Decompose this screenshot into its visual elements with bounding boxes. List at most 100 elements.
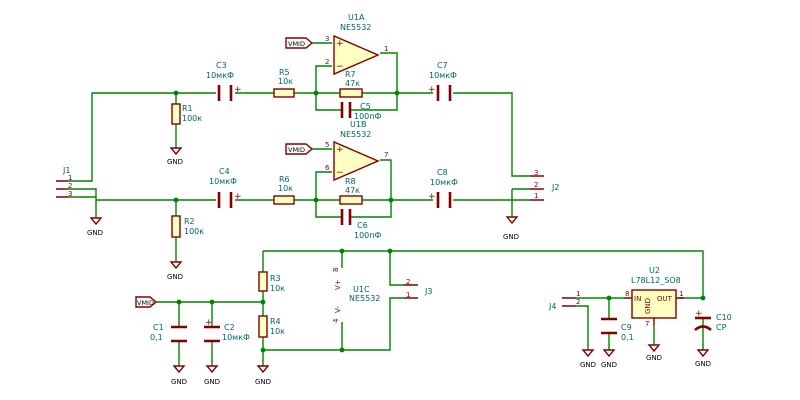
svg-text:+: + [336, 145, 344, 155]
gnd-j2: GND [503, 216, 519, 241]
r7-ref: R7 [345, 70, 356, 79]
u1c-value: NE5532 [349, 294, 380, 303]
gnd-c9: GND [601, 349, 617, 369]
resistor-r1: R1 100к [171, 103, 202, 125]
resistor-r3: R3 10к [258, 271, 285, 293]
gnd-j2-label: GND [503, 233, 519, 241]
vmid-text-1: VMID [288, 40, 305, 48]
gnd-c1-label: GND [171, 378, 187, 386]
j2-pin-1: 1 [534, 192, 538, 200]
opamp-u1c: 8 V+ V- 4 U1C NE5532 [332, 268, 380, 323]
r6-ref: R6 [279, 175, 290, 184]
u2-out-label: OUT [657, 295, 673, 303]
j4-pin-1: 1 [576, 290, 580, 298]
u1a-pin-in-minus: 2 [325, 58, 329, 66]
r8-ref: R8 [345, 177, 356, 186]
resistor-r2: R2 100к [171, 215, 204, 238]
capacitor-c4: + C4 10мкФ [209, 167, 242, 208]
r2-ref: R2 [184, 217, 195, 226]
r7-value: 47к [345, 79, 360, 88]
u1b-pin-in-minus: 6 [325, 164, 330, 172]
r4-ref: R4 [270, 317, 281, 326]
j2-ref: J2 [551, 183, 559, 192]
c7-ref: C7 [437, 61, 448, 70]
u1c-ref: U1C [353, 285, 370, 294]
gnd-u2-label: GND [646, 354, 662, 362]
c2-ref: C2 [224, 323, 235, 332]
r8-value: 47к [345, 186, 360, 195]
r4-value: 10к [270, 327, 285, 336]
vmid-label-1: VMID [285, 37, 314, 49]
r3-ref: R3 [270, 274, 281, 283]
j3-pin-2: 2 [406, 278, 410, 286]
c4-ref: C4 [219, 167, 230, 176]
svg-text:+: + [234, 192, 242, 202]
u1a-pin-out: 1 [384, 45, 388, 53]
capacitor-c1: C1 0,1 [150, 323, 187, 343]
gnd-c2-label: GND [204, 378, 220, 386]
u1a-value: NE5532 [340, 23, 371, 32]
svg-text:−: − [336, 62, 344, 72]
u1b-pin-in-plus: 5 [325, 141, 329, 149]
u2-pin-in: 8 [625, 290, 629, 298]
j4-pin-2: 2 [576, 298, 580, 306]
resistor-r6: R6 10к [273, 175, 295, 205]
gnd-c9-label: GND [601, 361, 617, 369]
gnd-j1: GND [87, 217, 103, 237]
u1c-vplus-label: V+ [334, 279, 342, 290]
svg-text:+: + [695, 309, 703, 319]
svg-text:−: − [336, 168, 344, 178]
c8-ref: C8 [437, 168, 448, 177]
r5-ref: R5 [279, 68, 290, 77]
u1a-pin-in-plus: 3 [325, 35, 329, 43]
gnd-c2: GND [204, 365, 220, 386]
gnd-j1-label: GND [87, 229, 103, 237]
u1b-ref: U1B [350, 120, 366, 129]
j1-pin-2: 2 [68, 182, 72, 190]
gnd-j4-label: GND [580, 361, 596, 369]
c5-value: 100пФ [354, 112, 382, 121]
capacitor-c2: + C2 10мкФ [204, 318, 250, 343]
capacitor-c10: + C10 CP [694, 309, 732, 332]
svg-text:+: + [428, 85, 436, 95]
gnd-r1-label: GND [167, 158, 183, 166]
capacitor-c7: + C7 10мкФ [428, 61, 457, 101]
u1c-vminus-label: V- [334, 306, 342, 313]
u1a-ref: U1A [348, 13, 365, 22]
svg-text:+: + [234, 85, 242, 95]
resistor-r4: R4 10к [258, 315, 285, 338]
gnd-c1: GND [171, 365, 187, 386]
gnd-r4-label: GND [255, 378, 271, 386]
u2-value: L78L12_SO8 [631, 276, 681, 285]
resistor-r7: R7 47к [339, 70, 363, 98]
connector-j4: J4 1 2 [548, 290, 580, 311]
u2-gnd-label: GND [644, 298, 652, 314]
r3-value: 10к [270, 284, 285, 293]
regulator-u2: IN OUT GND 8 1 7 U2 L78L12_SO8 [624, 266, 684, 328]
svg-text:+: + [205, 318, 213, 328]
gnd-j4: GND [580, 349, 596, 369]
u2-in-label: IN [634, 295, 641, 303]
capacitor-c6: C6 100пФ [340, 209, 382, 240]
opamp-u1b: + − 5 6 7 U1B NE5532 [325, 120, 388, 182]
c9-ref: C9 [621, 323, 632, 332]
r1-ref: R1 [182, 104, 193, 113]
vmid-label-3: VMID [135, 296, 158, 308]
u1c-pin-vplus: 8 [332, 268, 340, 272]
u2-pin-out: 1 [679, 290, 683, 298]
u2-ref: U2 [649, 266, 660, 275]
gnd-r2-label: GND [167, 273, 183, 281]
j2-pin-3: 3 [534, 169, 538, 177]
c3-ref: C3 [216, 61, 227, 70]
u1b-value: NE5532 [340, 130, 371, 139]
capacitor-c5: C5 100пФ [340, 102, 382, 121]
vmid-text-3: VMID [137, 299, 154, 307]
j1-pin-1: 1 [68, 174, 72, 182]
c7-value: 10мкФ [429, 71, 457, 80]
connector-j3: J3 2 1 [404, 278, 432, 299]
gnd-r2: GND [167, 261, 183, 281]
junctions [173, 90, 706, 353]
j4-ref: J4 [548, 302, 556, 311]
gnd-r4: GND [255, 365, 271, 386]
opamp-u1a: + − 3 2 1 U1A NE5532 [325, 13, 388, 76]
